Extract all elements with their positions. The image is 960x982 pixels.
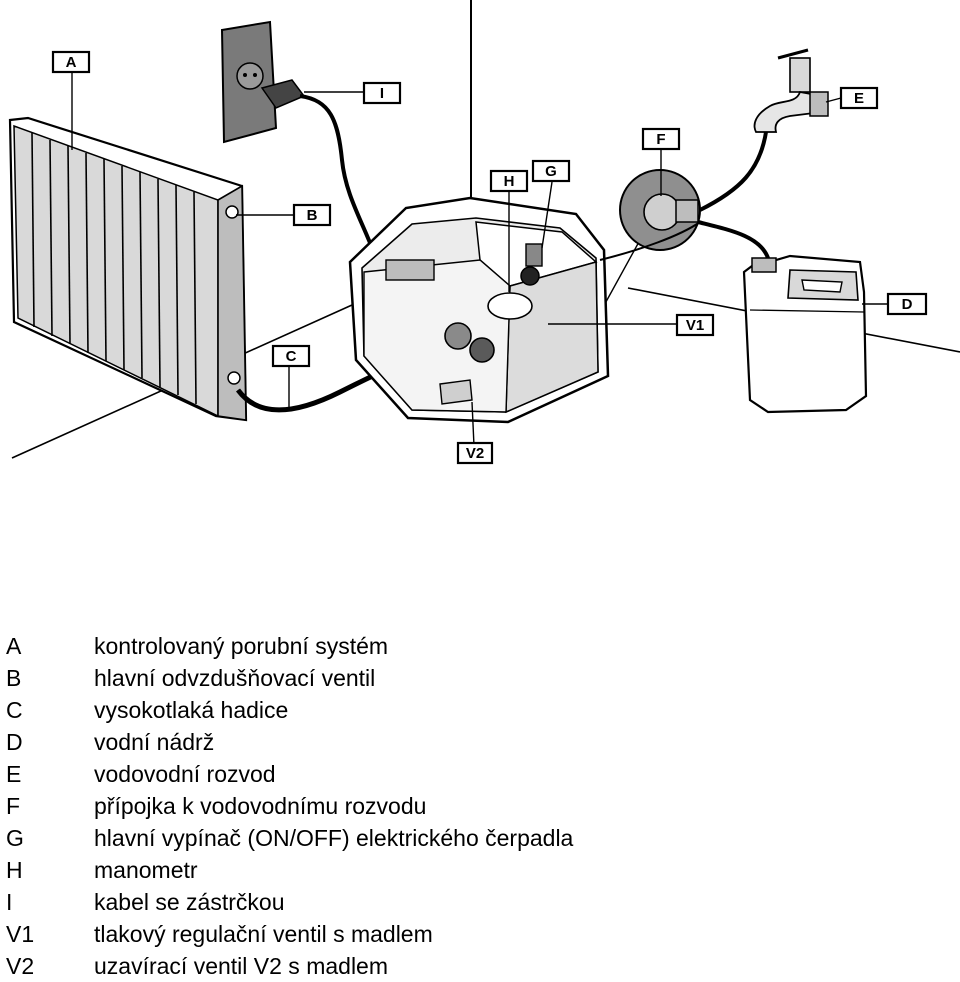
legend-row: A kontrolovaný porubní systém [0, 630, 960, 662]
legend-code: I [6, 889, 13, 915]
legend-row: V1 tlakový regulační ventil s madlem [0, 918, 960, 950]
legend-code: C [6, 697, 23, 723]
tag-H: H [489, 169, 529, 193]
legend-code: V1 [6, 921, 35, 947]
legend-description: přípojka k vodovodnímu rozvodu [94, 793, 427, 819]
legend-row: H manometr [0, 854, 960, 886]
legend-description: uzavírací ventil V2 s madlem [94, 953, 389, 979]
tag-A: A [51, 50, 91, 74]
svg-text:G: G [545, 163, 557, 180]
legend-description: hlavní odvzdušňovací ventil [94, 665, 376, 691]
legend-code: F [6, 793, 21, 819]
wall-socket [220, 20, 306, 144]
legend-description: kontrolovaný porubní systém [94, 633, 389, 659]
water-connector [619, 169, 701, 251]
water-tank [742, 254, 868, 414]
pump-unit [348, 196, 610, 424]
legend-code: A [6, 633, 22, 659]
legend-row: C vysokotlaká hadice [0, 694, 960, 726]
legend-description: vodovodní rozvod [94, 761, 276, 787]
tag-V1: V1 [675, 313, 715, 337]
legend-row: B hlavní odvzdušňovací ventil [0, 662, 960, 694]
legend-row: F přípojka k vodovodnímu rozvodu [0, 790, 960, 822]
legend-description: kabel se zástrčkou [94, 889, 285, 915]
tag-G: G [531, 159, 571, 183]
svg-text:C: C [286, 348, 297, 365]
svg-text:V2: V2 [466, 445, 484, 462]
legend-row: E vodovodní rozvod [0, 758, 960, 790]
water-tap [753, 48, 829, 133]
legend-code: E [6, 761, 22, 787]
legend-description: tlakový regulační ventil s madlem [94, 921, 433, 947]
tag-D: D [886, 292, 928, 316]
tag-I: I [362, 81, 402, 105]
tag-E: E [839, 86, 879, 110]
svg-text:I: I [380, 85, 384, 102]
svg-text:H: H [504, 173, 515, 190]
legend-description: manometr [94, 857, 198, 883]
tag-C: C [271, 344, 311, 368]
svg-text:F: F [656, 131, 665, 148]
legend-code: H [6, 857, 23, 883]
legend-row: D vodní nádrž [0, 726, 960, 758]
installation-diagram: A B C D E F G H I V1 V2 [8, 0, 960, 465]
legend-code: G [6, 825, 24, 851]
tag-B: B [292, 203, 332, 227]
legend-description: vysokotlaká hadice [94, 697, 289, 723]
legend-description: vodní nádrž [94, 729, 215, 755]
legend: A kontrolovaný porubní systém B hlavní o… [0, 630, 960, 982]
radiator [8, 116, 248, 422]
legend-code: B [6, 665, 22, 691]
svg-text:E: E [854, 90, 864, 107]
svg-text:B: B [307, 207, 318, 224]
legend-code: D [6, 729, 23, 755]
leader-lines [71, 72, 888, 447]
svg-text:A: A [66, 54, 77, 71]
tag-F: F [641, 127, 681, 151]
legend-row: I kabel se zástrčkou [0, 886, 960, 918]
legend-row: V2 uzavírací ventil V2 s madlem [0, 950, 960, 982]
tag-V2: V2 [456, 441, 494, 465]
legend-description: hlavní vypínač (ON/OFF) elektrického čer… [94, 825, 574, 851]
legend-code: V2 [6, 953, 35, 979]
legend-row: G hlavní vypínač (ON/OFF) elektrického č… [0, 822, 960, 854]
svg-text:V1: V1 [686, 317, 704, 334]
svg-text:D: D [902, 296, 913, 313]
